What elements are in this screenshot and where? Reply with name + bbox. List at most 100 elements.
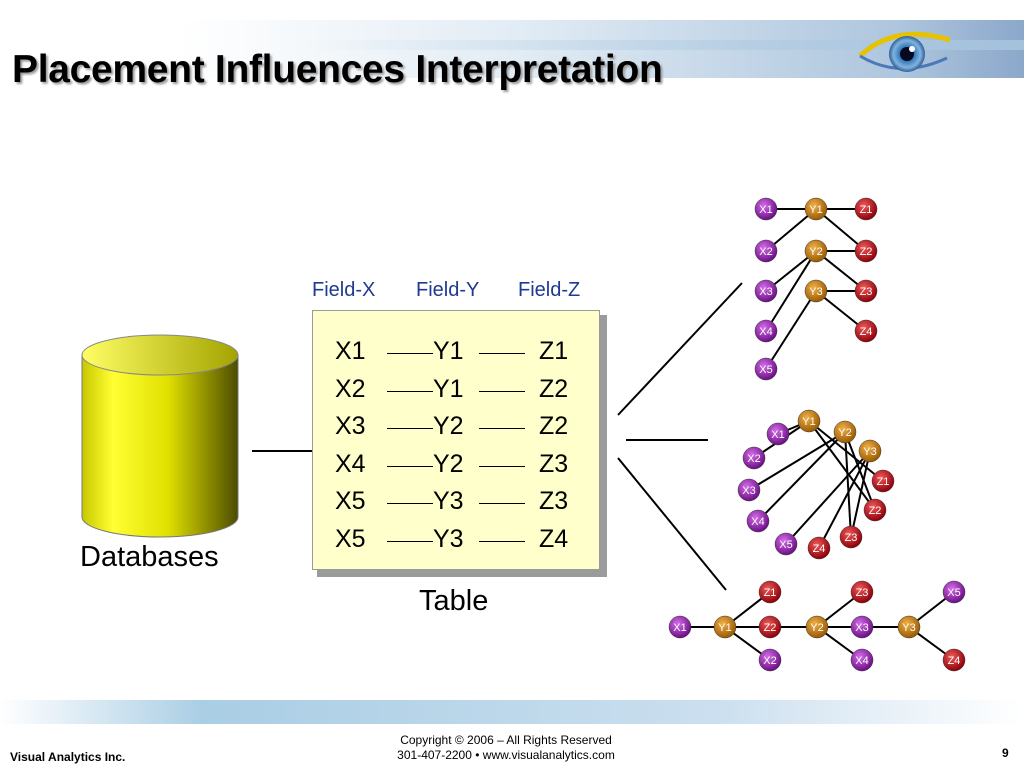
aligned-node-Z3 <box>854 279 878 303</box>
table-link-line <box>387 428 433 429</box>
aligned-node-label-Y2: Y2 <box>809 246 822 258</box>
linear-node-X4 <box>850 648 874 672</box>
radial-node-label-X4: X4 <box>751 516 764 528</box>
radial-node-X3 <box>737 478 761 502</box>
table-cell-r0-c2: Z1 <box>539 337 569 365</box>
radial-edge-Y2-Z3 <box>844 431 852 538</box>
aligned-node-Y3 <box>804 279 828 303</box>
table-cell-r5-c0: X5 <box>335 524 366 553</box>
field-y-header: Field-Y <box>416 279 480 301</box>
page-number: 9 <box>1002 746 1009 760</box>
table-cell-r2-c2: Z2 <box>539 412 569 440</box>
radial-node-label-Z4: Z4 <box>813 543 826 555</box>
aligned-node-label-Z1: Z1 <box>860 204 873 216</box>
linear-node-label-Y3: Y3 <box>902 622 915 634</box>
table-link-line <box>387 465 433 467</box>
table-cell-r2-c1: Y2 <box>433 412 464 440</box>
radial-node-label-Z2: Z2 <box>869 505 882 517</box>
table-link-line <box>387 390 433 392</box>
radial-node-Z1 <box>871 469 895 493</box>
table-link-line <box>479 503 525 504</box>
field-z-header: Field-Z <box>518 279 581 301</box>
linear-node-label-X5: X5 <box>947 587 960 599</box>
table-link-line <box>479 390 525 392</box>
radial-node-label-Y3: Y3 <box>863 446 876 458</box>
linear-node-label-Z3: Z3 <box>856 587 869 599</box>
aligned-node-X4 <box>754 319 778 343</box>
aligned-node-Z1 <box>854 197 878 221</box>
table-cell-r1-c2: Z2 <box>539 374 569 403</box>
linear-node-label-Z4: Z4 <box>948 655 961 667</box>
linear-node-X2 <box>758 648 782 672</box>
radial-node-Z3 <box>839 525 863 549</box>
table-label: Table <box>419 585 489 617</box>
table-link-line <box>387 503 433 504</box>
table-cell-r5-c1: Y3 <box>433 524 464 553</box>
table-cell-r1-c1: Y1 <box>433 374 464 403</box>
linear-node-Y3 <box>897 615 921 639</box>
table-cell-r0-c0: X1 <box>335 337 366 365</box>
aligned-node-label-X3: X3 <box>759 286 772 298</box>
linear-node-X1 <box>668 615 692 639</box>
linear-node-label-Z2: Z2 <box>764 622 777 634</box>
aligned-node-label-X2: X2 <box>759 246 772 258</box>
table-to-graph3-connector <box>617 457 727 591</box>
radial-node-Z2 <box>863 498 887 522</box>
table-link-line <box>479 540 525 542</box>
footer-copyright: Copyright © 2006 – All Rights Reserved <box>400 733 612 747</box>
table-link-line <box>387 353 433 354</box>
radial-node-X5 <box>774 532 798 556</box>
table-cell-r3-c2: Z3 <box>539 449 569 478</box>
table-cell-r3-c1: Y2 <box>433 449 464 478</box>
aligned-node-Y1 <box>804 197 828 221</box>
radial-node-label-X2: X2 <box>747 453 760 465</box>
aligned-node-label-Y3: Y3 <box>809 286 822 298</box>
radial-node-label-Y1: Y1 <box>802 416 815 428</box>
radial-node-label-X1: X1 <box>771 429 784 441</box>
table-link-line <box>479 428 525 429</box>
aligned-node-label-X5: X5 <box>759 364 772 376</box>
aligned-node-label-Y1: Y1 <box>809 204 822 216</box>
table-cell-r1-c0: X2 <box>335 374 366 403</box>
aligned-node-label-Z2: Z2 <box>860 246 873 258</box>
radial-node-label-Z1: Z1 <box>877 476 890 488</box>
radial-node-Z4 <box>807 536 831 560</box>
radial-edge-X4-Y2 <box>757 431 846 522</box>
aligned-node-Z2 <box>854 239 878 263</box>
linear-node-label-Y2: Y2 <box>810 622 823 634</box>
table-cell-r3-c0: X4 <box>335 449 366 478</box>
aligned-node-label-X4: X4 <box>759 326 772 338</box>
linear-node-label-X3: X3 <box>855 622 868 634</box>
linear-node-X3 <box>850 615 874 639</box>
linear-node-X5 <box>942 580 966 604</box>
aligned-node-label-X1: X1 <box>759 204 772 216</box>
table-cell-r4-c2: Z3 <box>539 487 569 515</box>
radial-edge-X3-Y2 <box>748 431 846 491</box>
radial-node-X1 <box>766 422 790 446</box>
table-cell-r2-c0: X3 <box>335 412 366 440</box>
eye-logo-icon <box>858 31 951 72</box>
footer-contact: 301-407-2200 • www.visualanalytics.com <box>397 748 615 762</box>
radial-edge-Y1-Z2 <box>808 420 876 511</box>
linear-node-label-Y1: Y1 <box>718 622 731 634</box>
aligned-node-label-Z4: Z4 <box>860 326 873 338</box>
aligned-node-label-Z3: Z3 <box>860 286 873 298</box>
radial-node-label-X5: X5 <box>779 539 792 551</box>
table-cell-r0-c1: Y1 <box>433 337 464 365</box>
aligned-node-X3 <box>754 279 778 303</box>
radial-edge-X5-Y3 <box>785 450 871 545</box>
table-link-line <box>387 540 433 542</box>
radial-edge-Y3-Z4 <box>818 450 871 549</box>
linear-node-Z1 <box>758 580 782 604</box>
linear-node-Z2 <box>758 615 782 639</box>
radial-node-label-Y2: Y2 <box>838 427 851 439</box>
table-cell-r4-c0: X5 <box>335 487 366 515</box>
radial-node-X4 <box>746 509 770 533</box>
radial-edge-Y3-Z3 <box>850 450 871 538</box>
table-to-graph1-connector <box>617 282 743 416</box>
page-title: Placement Influences Interpretation <box>12 48 663 91</box>
radial-node-Y3 <box>858 439 882 463</box>
